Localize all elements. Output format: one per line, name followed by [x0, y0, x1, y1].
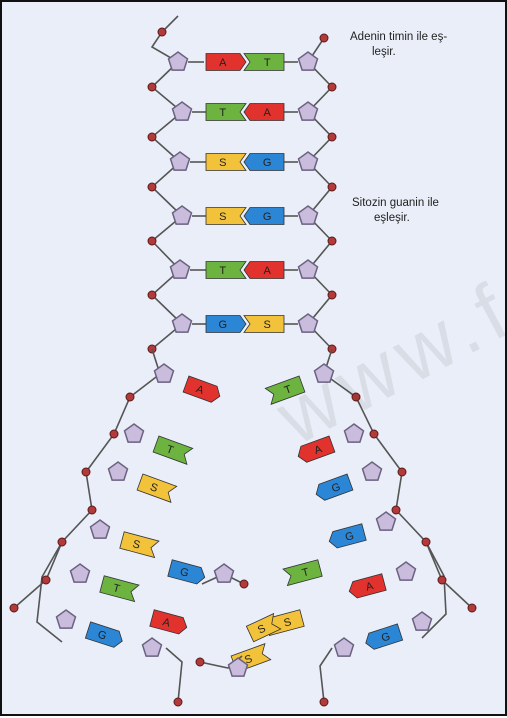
phosphate-dot [320, 34, 328, 42]
base-letter: A [219, 57, 227, 69]
base-G: G [206, 316, 246, 333]
phosphate-dot [240, 580, 248, 588]
phosphate-dot [468, 604, 476, 612]
backbone-line [320, 648, 332, 702]
phosphate-dot [110, 430, 118, 438]
phosphate-dot [148, 183, 156, 191]
phosphate-dot [148, 83, 156, 91]
base-S: S [137, 474, 177, 502]
phosphate-dot [328, 83, 336, 91]
base-A: A [150, 610, 189, 636]
base-T: T [206, 104, 246, 121]
base-letter: T [219, 107, 226, 119]
base-letter: S [219, 157, 226, 169]
sugar-pentagon [169, 52, 188, 70]
base-G: G [244, 208, 284, 225]
cg-pairing-note: Sitozin guanin ile eşleşir. [352, 196, 502, 226]
base-S: S [206, 154, 246, 171]
sugar-pentagon [413, 612, 432, 630]
base-G: G [363, 624, 402, 651]
cg-pairing-line2: eşleşir. [352, 211, 502, 226]
phosphate-dot [148, 291, 156, 299]
base-letter: S [264, 319, 271, 331]
phosphate-dot [328, 237, 336, 245]
base-T: T [283, 560, 322, 586]
base-T: T [153, 436, 193, 464]
base-G: G [168, 560, 207, 586]
sugar-pentagon [173, 102, 192, 120]
phosphate-dot [42, 576, 50, 584]
at-pairing-note: Adenin timin ile eş- leşir. [350, 30, 500, 60]
phosphate-dot [328, 291, 336, 299]
phosphate-dot [148, 237, 156, 245]
phosphate-dot [58, 538, 66, 546]
phosphate-dot [328, 133, 336, 141]
base-G: G [327, 524, 366, 550]
sugar-pentagon [91, 520, 110, 538]
base-T: T [206, 262, 246, 279]
phosphate-dot [422, 538, 430, 546]
base-T: T [100, 576, 139, 602]
base-letter: G [263, 157, 272, 169]
base-S: S [120, 532, 159, 558]
sugar-pentagon [143, 638, 162, 656]
backbone-line [166, 648, 182, 702]
phosphate-dot [88, 506, 96, 514]
sugar-pentagon [363, 462, 382, 480]
phosphate-dot [10, 604, 18, 612]
phosphate-dot [370, 430, 378, 438]
sugar-pentagon [215, 564, 234, 582]
base-T: T [244, 54, 284, 71]
sugar-pentagon [109, 462, 128, 480]
phosphate-dot [196, 658, 204, 666]
sugar-pentagon [125, 424, 144, 442]
phosphate-dot [320, 698, 328, 706]
base-letter: A [264, 265, 272, 277]
base-G: G [85, 622, 124, 649]
base-letter: G [219, 319, 228, 331]
phosphate-dot [158, 28, 166, 36]
phosphate-dot [392, 506, 400, 514]
sugar-pentagon [335, 638, 354, 656]
phosphate-dot [126, 393, 134, 401]
phosphate-dot [174, 698, 182, 706]
base-letter: T [219, 265, 226, 277]
at-pairing-line1: Adenin timin ile eş- [350, 30, 500, 45]
base-A: A [244, 104, 284, 121]
base-A: A [244, 262, 284, 279]
sugar-pentagon [377, 512, 396, 530]
base-A: A [347, 574, 386, 600]
base-G: G [244, 154, 284, 171]
sugar-pentagon [171, 152, 190, 170]
sugar-pentagon [71, 564, 90, 582]
base-S: S [206, 208, 246, 225]
base-letter: S [219, 211, 226, 223]
base-G: G [313, 474, 353, 502]
base-letter: T [264, 57, 271, 69]
sugar-pentagon [57, 610, 76, 628]
phosphate-dot [148, 133, 156, 141]
backbone-line [37, 542, 62, 642]
phosphate-dot [438, 576, 446, 584]
phosphate-dot [82, 468, 90, 476]
base-S: S [244, 316, 284, 333]
at-pairing-line2: leşir. [350, 45, 500, 60]
phosphate-dot [328, 183, 336, 191]
sugar-pentagon [397, 562, 416, 580]
sugar-pentagon [299, 52, 318, 70]
base-letter: A [264, 107, 272, 119]
base-A: A [183, 376, 223, 404]
cg-pairing-line1: Sitozin guanin ile [352, 196, 502, 211]
base-letter: G [263, 211, 272, 223]
base-A: A [206, 54, 246, 71]
phosphate-dot [398, 468, 406, 476]
